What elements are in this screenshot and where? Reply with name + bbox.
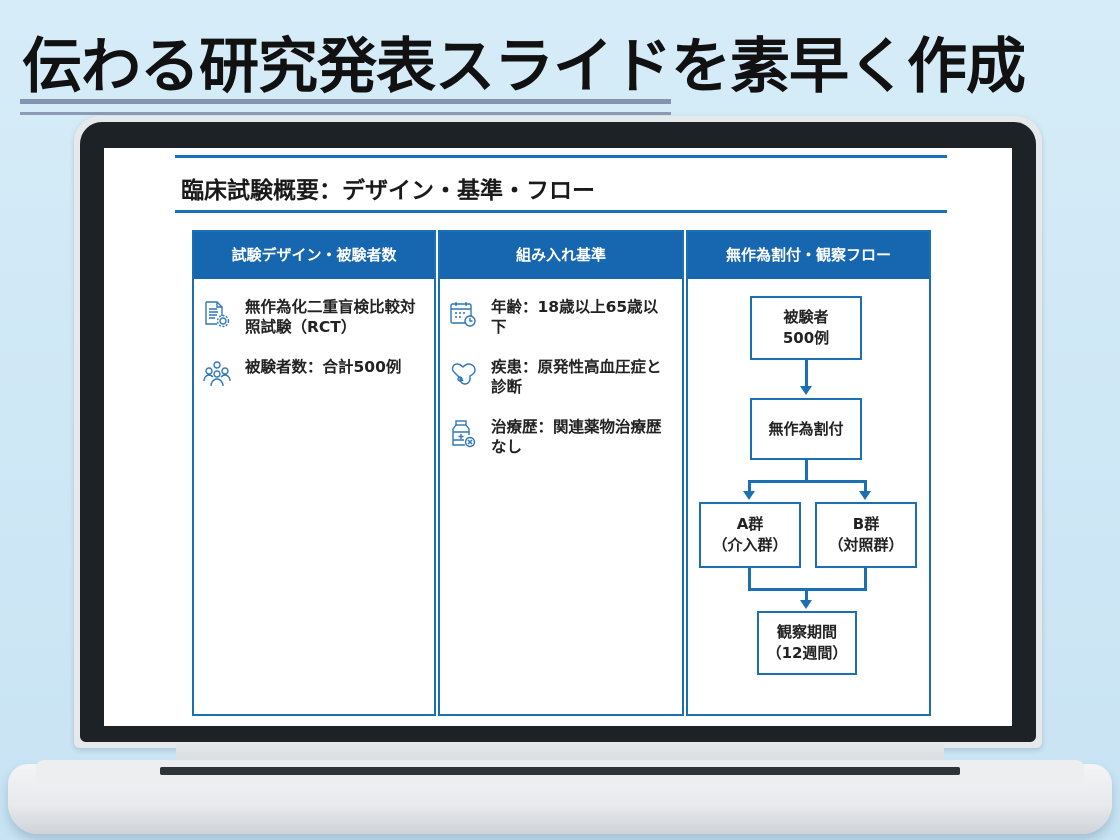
calendar-clock-icon — [448, 299, 484, 335]
medicine-bottle-x-icon — [448, 419, 484, 455]
flow-box-group-a: A群（介入群） — [699, 502, 801, 568]
laptop-deck — [36, 760, 1084, 790]
flow-connector — [805, 360, 808, 388]
flow-connector — [864, 480, 867, 492]
flow-connector — [748, 568, 751, 590]
column-header: 無作為割付・観察フロー — [688, 232, 929, 279]
list-item: 無作為化二重盲検比較対照試験（RCT） — [202, 297, 434, 337]
flow-connector — [805, 588, 808, 602]
arrow-down-icon — [800, 386, 812, 395]
stethoscope-heart-icon — [448, 359, 484, 395]
column-header: 組み入れ基準 — [440, 232, 682, 279]
flow-connector — [864, 568, 867, 590]
list-item: 被験者数：合計500例 — [202, 357, 434, 395]
flow-box-group-b: B群（対照群） — [815, 502, 917, 568]
arrow-down-icon — [859, 491, 871, 500]
column-design: 試験デザイン・被験者数 無作為化二重盲検比較対照試験（RCT） 被験者数：合計5… — [192, 230, 436, 716]
flow-connector — [805, 460, 808, 482]
headline-rest: を素早く作成 — [671, 32, 1026, 102]
column-inclusion-criteria: 組み入れ基準 年齢：18歳以上65歳以下 疾患：原発性高血圧症と診断 治療歴：関… — [438, 230, 684, 716]
laptop-keyboard — [160, 767, 960, 775]
arrow-down-icon — [743, 491, 755, 500]
list-item: 疾患：原発性高血圧症と診断 — [448, 357, 682, 397]
headline: 伝わる研究発表スライドを素早く作成 — [20, 22, 1112, 115]
column-header: 試験デザイン・被験者数 — [194, 232, 434, 279]
list-item: 治療歴：関連薬物治療歴なし — [448, 417, 682, 457]
headline-underlined: 伝わる研究発表スライド — [20, 22, 672, 115]
flow-box-randomization: 無作為割付 — [750, 398, 862, 460]
slide-title-rule — [175, 155, 947, 213]
list-item: 年齢：18歳以上65歳以下 — [448, 297, 682, 337]
flow-box-observation: 観察期間（12週間） — [757, 611, 857, 675]
slide-title: 臨床試験概要：デザイン・基準・フロー — [181, 178, 595, 204]
arrow-down-icon — [800, 600, 812, 609]
flow-connector — [748, 480, 866, 483]
flow-connector — [748, 480, 751, 492]
people-group-icon — [202, 359, 238, 395]
document-gear-icon — [202, 299, 238, 335]
